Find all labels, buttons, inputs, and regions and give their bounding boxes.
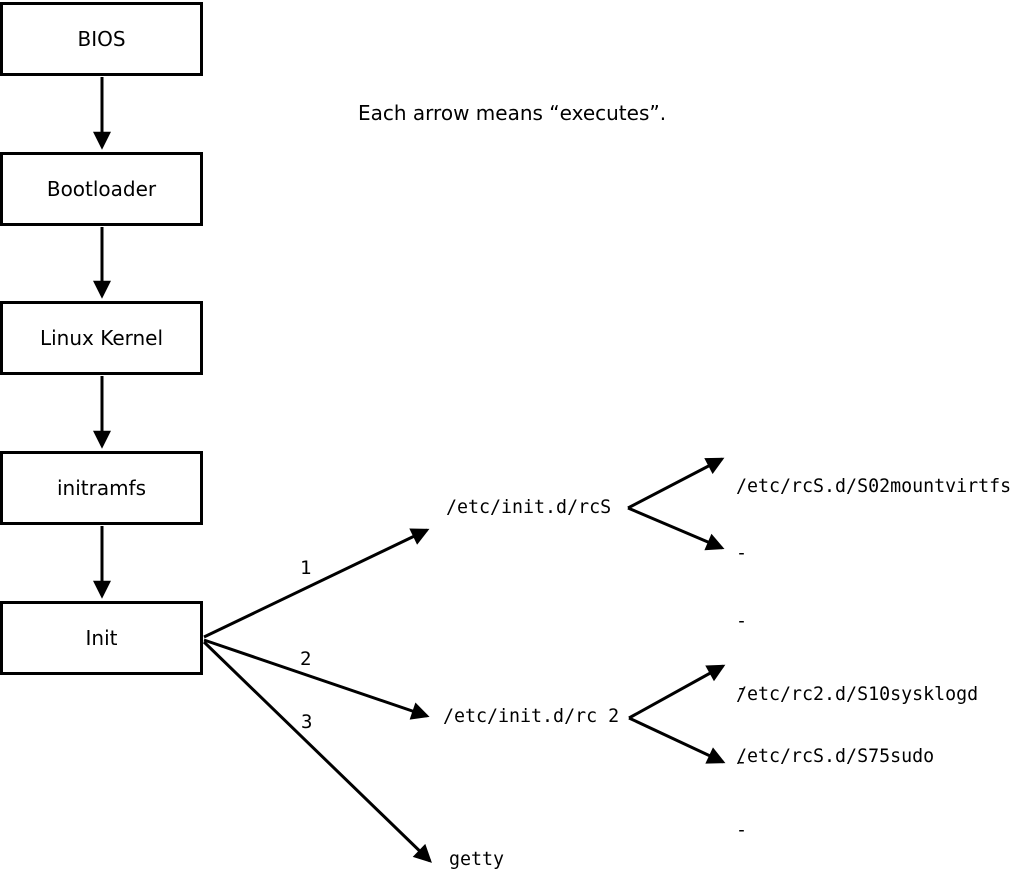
arrow-rc2-to-s99gdm — [628, 716, 726, 764]
rcs-child-s75sudo: /etc/rcS.d/S75sudo — [736, 745, 935, 767]
node-bios-label: BIOS — [77, 27, 126, 51]
node-initramfs-label: initramfs — [56, 476, 147, 500]
rcs-child-dash-1: - — [736, 543, 748, 565]
node-bios: BIOS — [0, 2, 203, 76]
node-init-label: Init — [85, 626, 118, 650]
edge-number-3: 3 — [301, 711, 313, 733]
arrow-rcs-to-s02mountvirtfs — [627, 457, 725, 510]
node-bootloader: Bootloader — [0, 152, 203, 226]
node-etc-init-d-rc2: /etc/init.d/rc 2 — [443, 706, 620, 727]
rc2-children-list: /etc/rc2.d/S10sysklogd - - - /etc/rc2.d/… — [736, 640, 978, 875]
rcs-child-s02mountvirtfs: /etc/rcS.d/S02mountvirtfs — [736, 476, 1012, 497]
rcs-children-list: /etc/rcS.d/S02mountvirtfs - - - /etc/rcS… — [736, 432, 1011, 811]
node-linux-kernel-label: Linux Kernel — [39, 326, 164, 350]
edge-number-2: 2 — [300, 648, 312, 670]
legend-text: Each arrow means “executes”. — [358, 101, 667, 125]
node-initramfs: initramfs — [0, 451, 203, 525]
arrow-init-to-getty — [202, 640, 432, 863]
arrow-init-to-rc2 — [203, 638, 430, 720]
rcs-child-dash-3: - — [736, 678, 748, 700]
rc2-child-s10sysklogd: /etc/rc2.d/S10sysklogd — [736, 684, 979, 705]
node-init: Init — [0, 601, 203, 675]
node-getty: getty — [449, 849, 505, 870]
edge-number-1: 1 — [300, 557, 312, 579]
arrow-init-to-rcs — [203, 528, 430, 639]
rc2-child-dash-1: - — [736, 752, 748, 773]
node-bootloader-label: Bootloader — [46, 177, 157, 201]
node-linux-kernel: Linux Kernel — [0, 301, 203, 375]
rcs-child-dash-2: - — [736, 610, 748, 632]
rc2-child-dash-2: - — [736, 820, 748, 841]
node-etc-init-d-rcs: /etc/init.d/rcS — [446, 497, 612, 518]
arrow-rc2-to-s10sysklogd — [628, 664, 726, 720]
arrow-rcs-to-s75sudo — [627, 506, 725, 551]
